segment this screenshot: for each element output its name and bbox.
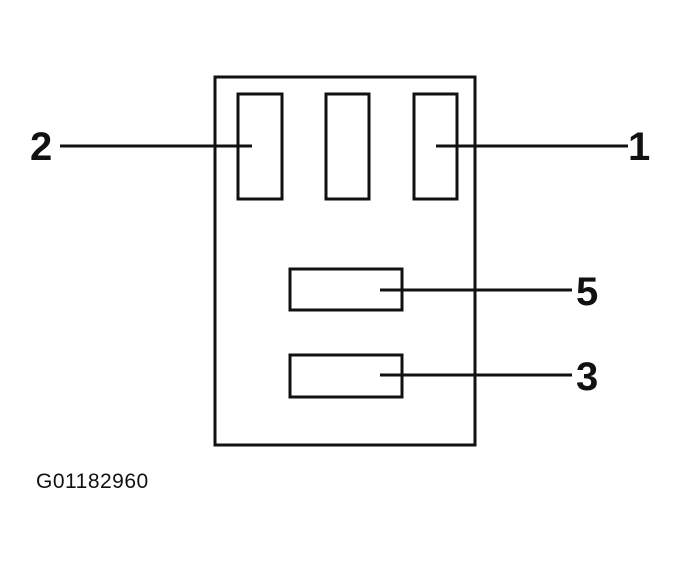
- figure-id-label: G01182960: [36, 470, 149, 493]
- callout-2: 2: [30, 125, 52, 169]
- callout-5: 5: [576, 270, 598, 314]
- callout-3: 3: [576, 355, 598, 399]
- callout-1: 1: [628, 125, 650, 169]
- connector-housing: [213, 75, 477, 447]
- terminal-slot-middle: [324, 92, 371, 201]
